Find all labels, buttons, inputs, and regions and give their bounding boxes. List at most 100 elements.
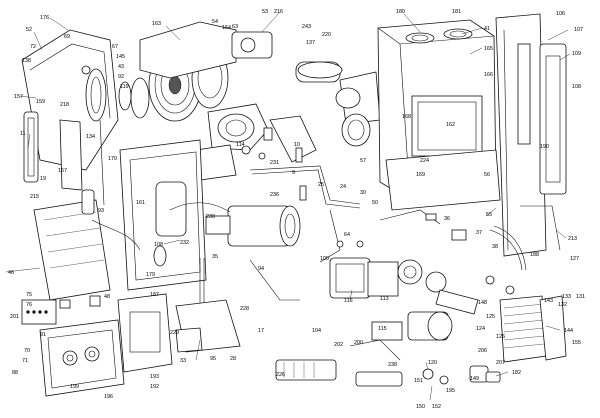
- callout-label: 187: [150, 292, 159, 298]
- callout-label: 195: [446, 388, 455, 394]
- callout-label: 108: [572, 84, 581, 90]
- control-panel: [21, 293, 241, 397]
- callout-label: 76: [26, 302, 32, 308]
- callout-label: 159: [36, 99, 45, 105]
- callout-label: 206: [478, 348, 487, 354]
- callout-label: 228: [240, 306, 249, 312]
- callout-label: 52: [26, 27, 32, 33]
- callout-label: 199: [70, 384, 79, 390]
- callout-label: 100: [320, 256, 329, 262]
- callout-label: 43: [118, 64, 124, 70]
- callout-label: 196: [104, 394, 113, 400]
- callout-label: 243: [302, 24, 311, 30]
- callout-label: 144: [564, 328, 573, 334]
- gas-valve-assembly: [329, 257, 479, 315]
- callout-label: 28: [230, 356, 236, 362]
- callout-label: 104: [312, 328, 321, 334]
- callout-label: 50: [372, 200, 378, 206]
- callout-label: 193: [150, 374, 159, 380]
- callout-label: 192: [150, 384, 159, 390]
- callout-label: 220: [322, 32, 331, 38]
- callout-label: 180: [396, 9, 405, 15]
- callout-label: 120: [428, 360, 437, 366]
- callout-label: 155: [572, 340, 581, 346]
- callout-label: 91: [40, 332, 46, 338]
- burner-disc-assembly: [118, 21, 273, 122]
- callout-label: 88: [12, 370, 18, 376]
- callout-label: 149: [470, 376, 479, 382]
- callout-label: 143: [544, 298, 553, 304]
- callout-label: 116: [344, 298, 353, 304]
- callout-label: 138: [22, 58, 31, 64]
- callout-label: 33: [180, 358, 186, 364]
- callout-label: 137: [306, 40, 315, 46]
- callout-label: 181: [452, 9, 461, 15]
- callout-label: 168: [402, 114, 411, 120]
- callout-label: 119: [120, 84, 129, 90]
- callout-label: 92: [118, 74, 124, 80]
- callout-label: 114: [236, 142, 245, 148]
- callout-label: 167: [58, 168, 67, 174]
- callout-label: 36: [444, 216, 450, 222]
- callout-label: 145: [116, 54, 125, 60]
- callout-label: 127: [570, 256, 579, 262]
- callout-label: 46: [8, 270, 14, 276]
- callout-label: 24: [340, 184, 346, 190]
- callout-label: 48: [104, 294, 110, 300]
- callout-label: 25: [318, 182, 324, 188]
- outer-frame: [495, 13, 567, 257]
- bottom-fittings: [175, 327, 501, 387]
- callout-label: 69: [64, 34, 70, 40]
- callout-label: 152: [432, 404, 441, 410]
- heat-exchanger-panel: [119, 139, 207, 291]
- callout-label: 63: [232, 24, 238, 30]
- callout-label: 133: [562, 294, 571, 300]
- callout-label: 151: [414, 378, 423, 384]
- callout-label: 148: [478, 300, 487, 306]
- callout-label: 55: [486, 212, 492, 218]
- callout-label: 190: [540, 144, 549, 150]
- callout-label: 231: [270, 160, 279, 166]
- callout-label: 9: [292, 170, 295, 176]
- callout-label: 35: [212, 254, 218, 260]
- callout-label: 107: [574, 27, 583, 33]
- callout-label: 108: [154, 242, 163, 248]
- callout-label: 169: [416, 172, 425, 178]
- callout-label: 30: [360, 190, 366, 196]
- left-hood-assembly: [21, 29, 119, 206]
- callout-label: 132: [558, 302, 567, 308]
- callout-label: 176: [40, 15, 49, 21]
- callout-label: 166: [484, 72, 493, 78]
- callout-label: 230: [206, 214, 215, 220]
- callout-label: 64: [344, 232, 350, 238]
- fan-blower: [195, 103, 317, 181]
- callout-label: 67: [112, 44, 118, 50]
- callout-label: 182: [512, 370, 521, 376]
- callout-label: 229: [170, 330, 179, 336]
- callout-label: 232: [180, 240, 189, 246]
- callout-label: 126: [496, 334, 505, 340]
- callout-label: 75: [26, 292, 32, 298]
- callout-label: 124: [476, 326, 485, 332]
- callout-label: 179: [146, 272, 155, 278]
- callout-label: 93: [98, 208, 104, 214]
- callout-label: 17: [258, 328, 264, 334]
- callout-label: 236: [270, 192, 279, 198]
- callout-label: 106: [556, 11, 565, 17]
- callout-layer: 176 69 52 163 54 164 53 216 243 180 181 …: [5, 9, 585, 410]
- callout-label: 125: [486, 314, 495, 320]
- callout-label: 201: [10, 314, 19, 320]
- diverter-valve: [349, 311, 453, 361]
- callout-label: 215: [30, 194, 39, 200]
- callout-label: 94: [258, 266, 264, 272]
- callout-label: 224: [420, 158, 429, 164]
- callout-label: 207: [496, 360, 505, 366]
- callout-label: 218: [60, 102, 69, 108]
- callout-label: 57: [360, 158, 366, 164]
- small-parts: [59, 127, 515, 309]
- callout-label: 213: [568, 236, 577, 242]
- combustion-chamber-casing: [377, 19, 501, 211]
- callout-label: 54: [212, 19, 218, 25]
